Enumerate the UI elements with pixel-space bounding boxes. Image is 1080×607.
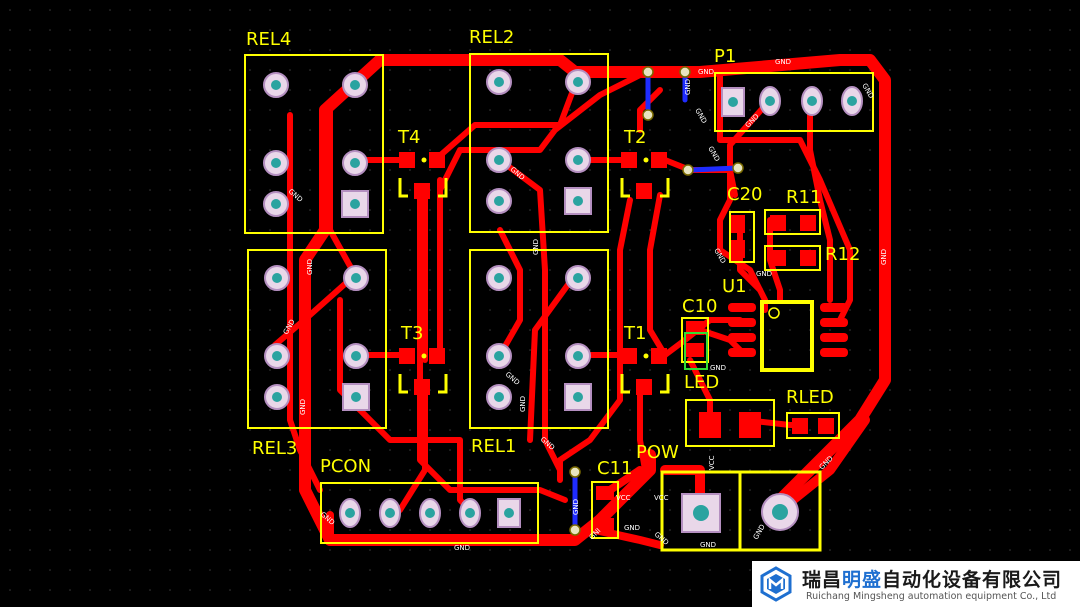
smd-pads <box>399 152 848 532</box>
net-label: GND <box>624 524 640 532</box>
net-label: VCC <box>616 494 631 502</box>
label-c20: C20 <box>727 184 762 205</box>
net-label: GND <box>775 58 791 66</box>
net-label: GND <box>698 68 714 76</box>
net-label: GND <box>519 396 527 412</box>
label-c10: C10 <box>682 296 717 317</box>
net-label: GND <box>572 499 580 515</box>
label-u1: U1 <box>722 276 747 297</box>
net-label: GND <box>299 399 307 415</box>
label-t1: T1 <box>623 323 646 344</box>
label-pcon: PCON <box>320 456 371 477</box>
net-label: GND <box>684 79 692 95</box>
label-pow: POW <box>636 442 679 463</box>
company-name-cn: 瑞昌明盛自动化设备有限公司 <box>802 565 1062 592</box>
net-label: VCC <box>654 494 669 502</box>
net-label: VCC <box>708 455 716 470</box>
company-name-part: 自动化设备有限公司 <box>882 569 1063 591</box>
top-copper-traces <box>272 54 891 549</box>
silkscreen-outlines <box>244 53 874 552</box>
label-t3: T3 <box>400 323 423 344</box>
label-rel2: REL2 <box>469 27 514 48</box>
label-rled: RLED <box>786 387 834 408</box>
label-rel3: REL3 <box>252 438 297 459</box>
label-c11: C11 <box>597 458 632 479</box>
company-name-en: Ruichang Mingsheng automation equipment … <box>806 591 1057 602</box>
label-p1: P1 <box>714 46 736 67</box>
bottom-copper-traces <box>572 69 741 531</box>
label-r11: R11 <box>786 187 821 208</box>
label-r12: R12 <box>825 244 860 265</box>
net-label: GND <box>532 239 540 255</box>
company-name-part: 瑞昌 <box>802 569 843 591</box>
net-label: GND <box>756 270 772 278</box>
company-logo: 瑞昌明盛自动化设备有限公司 Ruichang Mingsheng automat… <box>752 561 1080 607</box>
label-rel1: REL1 <box>471 436 516 457</box>
label-rel4: REL4 <box>246 29 291 50</box>
label-t2: T2 <box>623 127 646 148</box>
label-led: LED <box>684 372 719 393</box>
component-labels: REL4 REL2 REL3 REL1 T4 T2 T3 T1 P1 C20 R… <box>246 27 860 479</box>
label-t4: T4 <box>397 127 420 148</box>
vias <box>569 66 744 536</box>
company-logo-icon <box>760 566 792 602</box>
through-hole-pads <box>263 69 863 533</box>
net-label: GND <box>306 259 314 275</box>
company-name-highlight: 明盛 <box>842 569 883 591</box>
net-label: GND <box>700 541 716 549</box>
net-label: GND <box>710 364 726 372</box>
net-label: GND <box>454 544 470 552</box>
net-label: GND <box>880 249 888 265</box>
